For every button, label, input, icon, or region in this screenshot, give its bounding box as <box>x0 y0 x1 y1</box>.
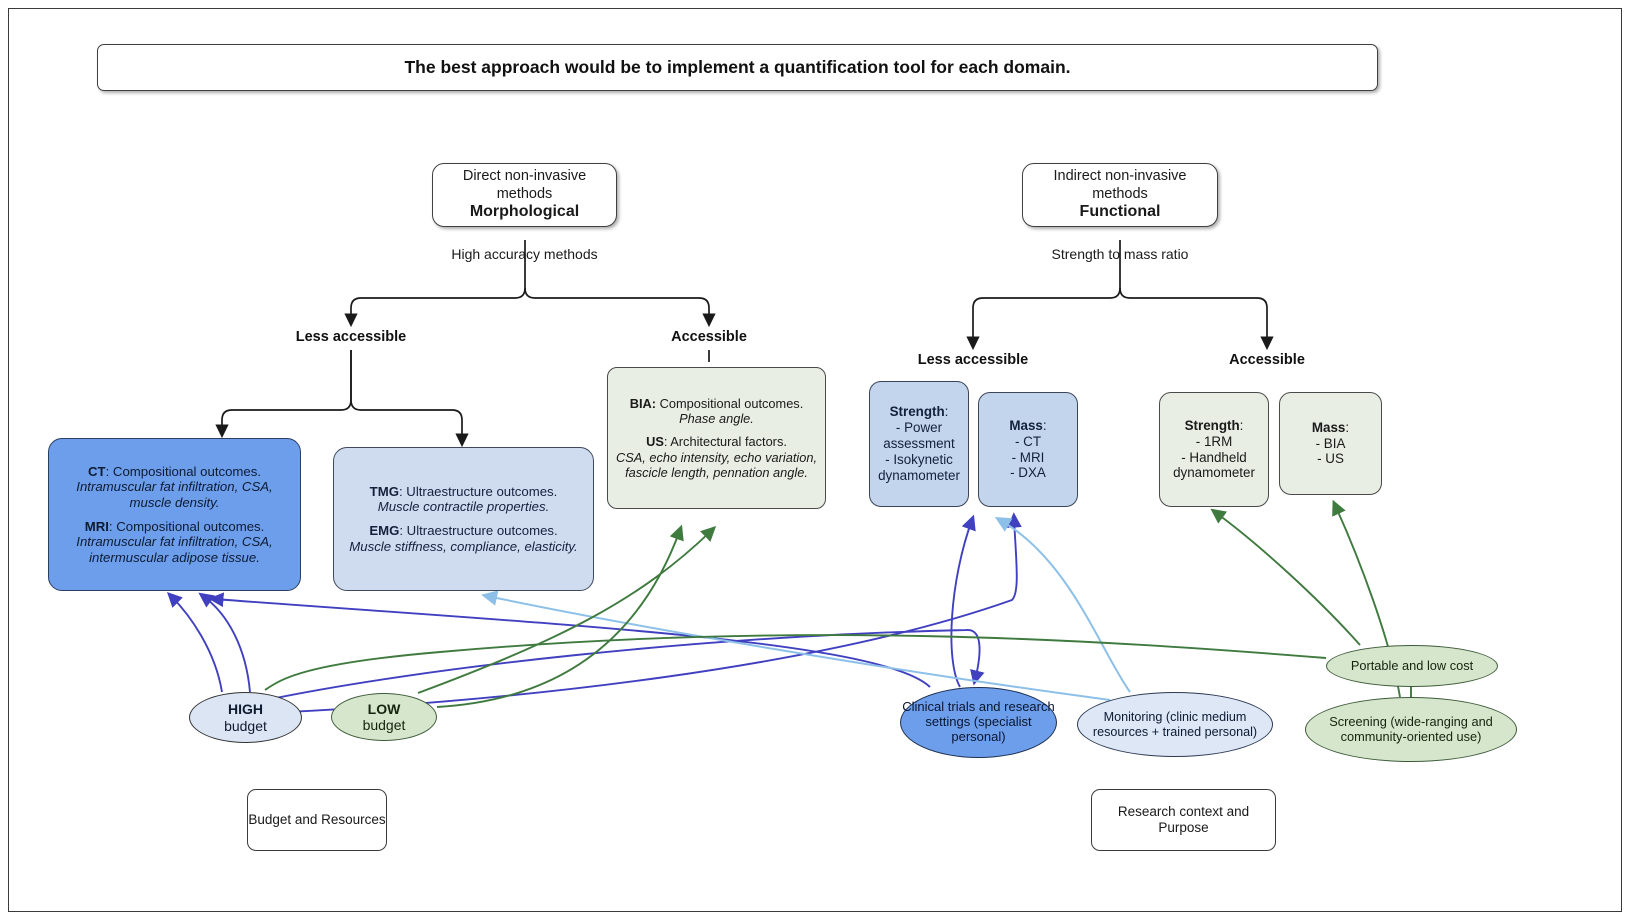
bia-label: BIA: <box>629 396 657 412</box>
morphological-caption: High accuracy methods <box>451 246 598 262</box>
tmg-italic: Muscle contractile properties. <box>377 499 550 515</box>
strength-accessible-box: Strength: - 1RM - Handheld dynamometer <box>1159 392 1269 507</box>
monitoring-node: Monitoring (clinic medium resources + tr… <box>1077 692 1273 757</box>
mass-less-items: - CT - MRI - DXA <box>1010 433 1046 481</box>
mri-text: : Compositional outcomes. <box>108 518 265 534</box>
low-budget-bold: LOW <box>367 700 401 717</box>
high-budget-bold: HIGH <box>227 701 263 718</box>
functional-line1: Indirect non-invasive <box>1053 168 1187 185</box>
functional-accessible-label: Accessible <box>1229 352 1305 368</box>
strength-acc-heading: Strength <box>1184 417 1240 433</box>
strength-acc-items: - 1RM - Handheld dynamometer <box>1173 433 1255 481</box>
morphological-emphasis: Morphological <box>469 202 580 220</box>
functional-line2: methods <box>1092 185 1148 202</box>
mass-accessible-box: Mass: - BIA - US <box>1279 392 1382 495</box>
strength-less-heading: Strength <box>889 404 945 420</box>
mass-acc-items: - BIA - US <box>1315 435 1346 467</box>
low-budget-rest: budget <box>362 717 406 733</box>
ct-label: CT <box>88 463 106 479</box>
research-context-legend: Research context and Purpose <box>1091 789 1276 851</box>
research-context-text: Research context and Purpose <box>1117 804 1250 835</box>
morphological-header-box: Direct non-invasive methods Morphologica… <box>432 163 617 227</box>
portable-low-cost-node: Portable and low cost <box>1326 645 1498 687</box>
bia-italic: Phase angle. <box>679 411 754 427</box>
ct-text: : Compositional outcomes. <box>105 463 261 479</box>
tmg-emg-box: TMG: Ultraestructure outcomes. Muscle co… <box>333 447 594 591</box>
mass-less-heading: Mass <box>1009 417 1043 433</box>
screening-text: Screening (wide-ranging and community-or… <box>1329 713 1493 744</box>
portable-text: Portable and low cost <box>1350 657 1474 673</box>
us-text: : Architectural factors. <box>663 434 787 450</box>
emg-label: EMG <box>369 523 400 538</box>
monitoring-text: Monitoring (clinic medium resources + tr… <box>1092 710 1258 739</box>
us-italic: CSA, echo intensity, echo variation, fas… <box>615 449 818 480</box>
screening-node: Screening (wide-ranging and community-or… <box>1305 697 1517 762</box>
strength-less-colon: : <box>944 404 949 420</box>
clinical-trials-text: Clinical trials and research settings (s… <box>902 699 1055 744</box>
morphological-less-accessible-label: Less accessible <box>295 329 407 345</box>
budget-resources-text: Budget and Resources <box>248 812 386 828</box>
strength-less-items: - Power assessment - Isokynetic dynamome… <box>878 420 960 483</box>
tmg-text: : Ultraestructure outcomes. <box>398 483 558 499</box>
morphological-accessible-label: Accessible <box>671 329 747 345</box>
functional-less-accessible-label: Less accessible <box>917 352 1029 368</box>
ct-mri-box: CT: Compositional outcomes. Intramuscula… <box>48 438 301 591</box>
tmg-label: TMG <box>369 483 399 499</box>
mri-label: MRI <box>84 518 109 534</box>
bia-text: Compositional outcomes. <box>656 396 804 412</box>
mri-italic: Intramuscular fat infiltration, CSA, int… <box>76 534 273 565</box>
morphological-line1: Direct non-invasive <box>462 168 587 185</box>
morphological-line2: methods <box>496 185 553 202</box>
functional-header-box: Indirect non-invasive methods Functional <box>1022 163 1218 227</box>
high-budget-node: HIGH budget <box>189 692 302 743</box>
bia-us-box: BIA: Compositional outcomes. Phase angle… <box>607 367 826 509</box>
high-budget-rest: budget <box>224 717 267 734</box>
budget-resources-legend: Budget and Resources <box>247 789 387 851</box>
clinical-trials-node: Clinical trials and research settings (s… <box>900 687 1057 758</box>
us-label: US <box>646 434 664 450</box>
emg-italic: Muscle stiffness, compliance, elasticity… <box>349 538 578 554</box>
mass-less-accessible-box: Mass: - CT - MRI - DXA <box>978 392 1078 507</box>
functional-emphasis: Functional <box>1079 202 1161 220</box>
mass-acc-heading: Mass <box>1311 419 1346 435</box>
low-budget-node: LOW budget <box>331 693 437 741</box>
mass-less-colon: : <box>1042 417 1047 433</box>
strength-acc-colon: : <box>1239 417 1244 433</box>
mass-acc-colon: : <box>1345 419 1350 435</box>
strength-less-accessible-box: Strength: - Power assessment - Isokyneti… <box>869 381 969 507</box>
functional-caption: Strength to mass ratio <box>1051 246 1189 262</box>
page-title-text: The best approach would be to implement … <box>404 57 1071 78</box>
emg-text: : Ultraestructure outcomes. <box>399 523 558 538</box>
ct-italic: Intramuscular fat infiltration, CSA, mus… <box>76 479 273 510</box>
page-title: The best approach would be to implement … <box>97 44 1378 91</box>
